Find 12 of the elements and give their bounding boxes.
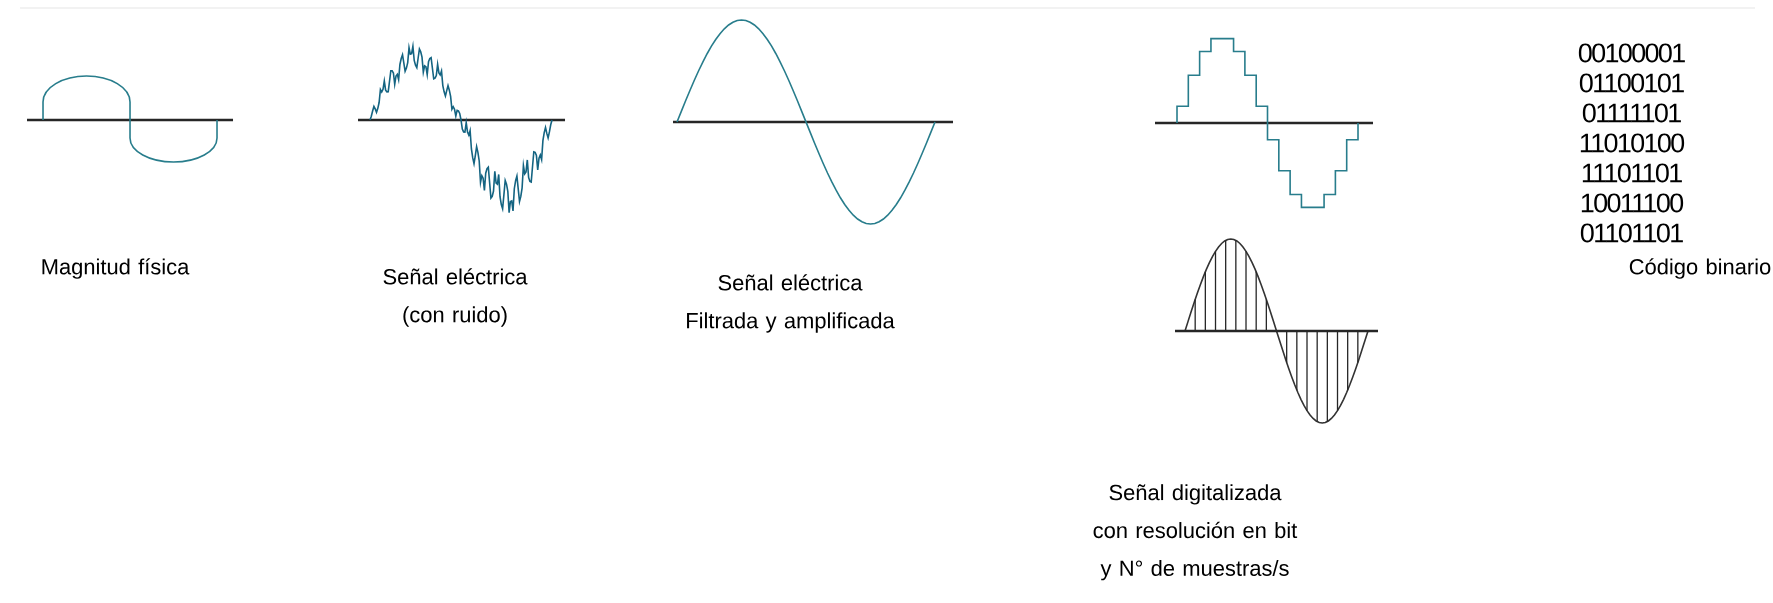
- binary-code: 01101101: [1580, 223, 1683, 243]
- binary-code: 01111101: [1582, 103, 1681, 123]
- binary-code: 01100101: [1579, 73, 1684, 93]
- binary-code: 10011100: [1581, 193, 1684, 213]
- caption: Código binario: [1629, 258, 1771, 279]
- caption: Señal digitalizada con resolución en bit y N° de muestras/s: [1093, 484, 1298, 581]
- binary-code: 00100001: [1578, 43, 1685, 63]
- binary-code: 11101101: [1582, 163, 1682, 183]
- caption: Señal eléctrica Filtrada y amplificada: [687, 274, 895, 333]
- caption: Magnitud física: [42, 258, 190, 279]
- caption: Señal eléctrica (con ruido): [383, 268, 528, 327]
- binary-code: 11010100: [1580, 133, 1685, 153]
